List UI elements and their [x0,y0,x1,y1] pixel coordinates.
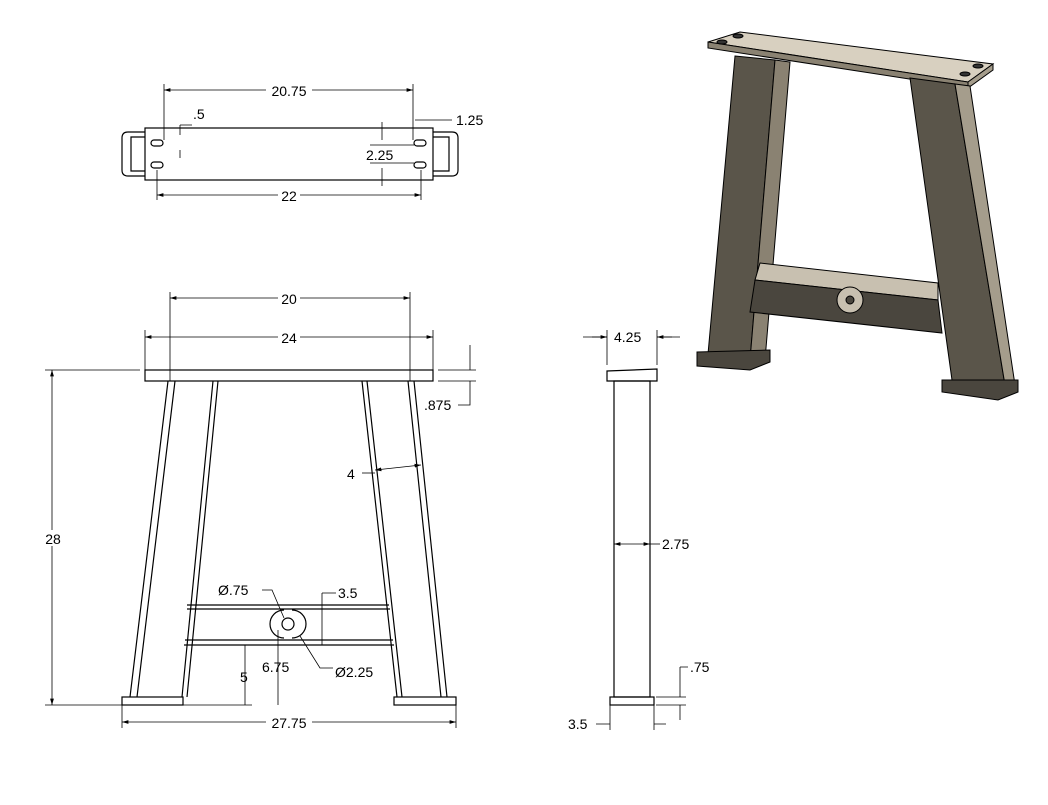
dim-0-75: .75 [690,659,710,675]
dim-1-25: 1.25 [456,112,483,128]
dim-4-25: 4.25 [614,329,641,345]
dim-20-75: 20.75 [271,83,306,99]
mounting-slots [150,139,427,169]
dim-3-5: 3.5 [338,585,358,601]
pivot-hole [269,609,307,639]
top-view: 20.75 22 .5 1.25 2.25 [121,82,483,204]
dim-3-5-side: 3.5 [568,716,588,732]
dim-27-75: 27.75 [271,715,306,731]
dim-6-75: 6.75 [262,659,289,675]
dim-0-875: .875 [424,397,451,413]
dim-20: 20 [281,291,297,307]
isometric-view [696,31,1019,401]
dim-dia-2-25: Ø2.25 [335,664,373,680]
dim-24: 24 [281,330,297,346]
dim-0-5: .5 [193,106,205,122]
dim-4: 4 [347,466,355,482]
dim-2-25: 2.25 [366,147,393,163]
dim-28: 28 [45,531,61,547]
dim-2-75: 2.75 [662,536,689,552]
front-view: 20 24 28 .875 27.75 4 3.5 Ø.75 6.75 Ø2.2… [42,290,476,731]
dim-5: 5 [240,669,248,685]
dim-dia-0-75: Ø.75 [218,582,249,598]
side-view: 4.25 2.75 .75 3.5 [568,329,710,732]
dim-22: 22 [281,188,297,204]
